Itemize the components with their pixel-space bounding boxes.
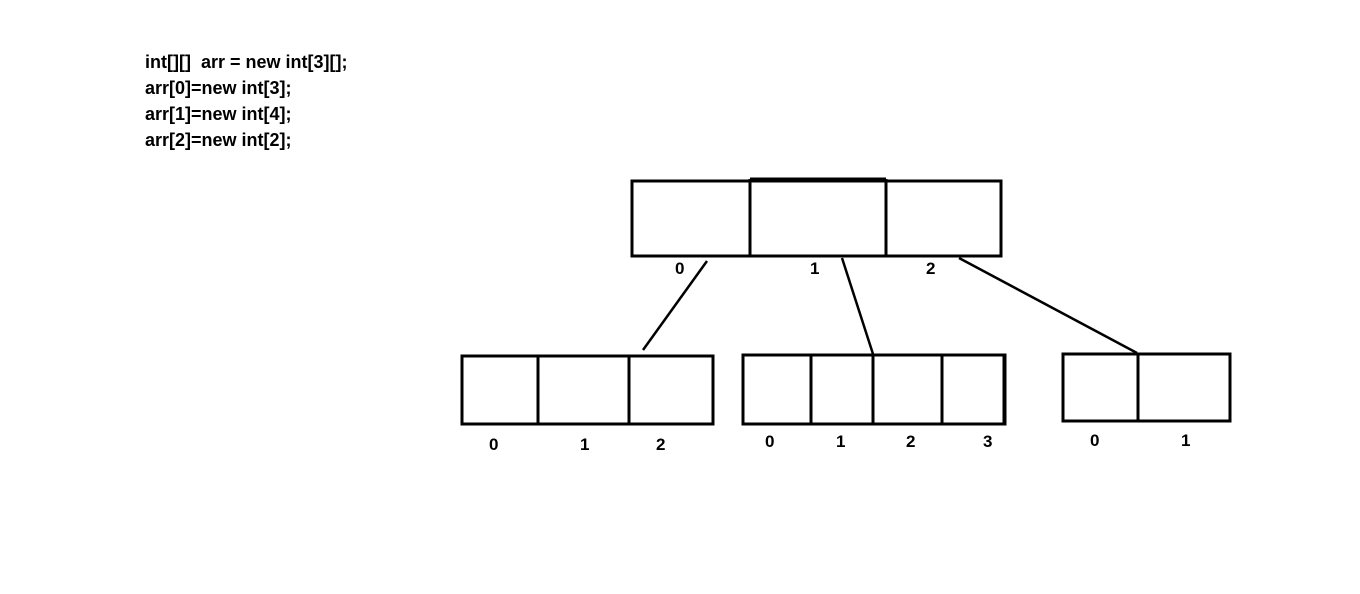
outer-array-frame [630,179,1003,258]
inner-2-index-label: 1 [1181,431,1190,450]
reference-line-2 [958,256,1138,355]
code-line-declaration: int[][] arr = new int[3][]; [145,52,348,72]
inner-1-index-label: 2 [906,432,915,451]
inner-2-index-label: 0 [1090,431,1099,450]
code-line-row-1: arr[1]=new int[4]; [145,104,292,124]
code-line-row-0: arr[0]=new int[3]; [145,78,292,98]
inner-array-2 [1061,352,1232,423]
inner-array-1 [741,353,1007,426]
outer-index-label: 1 [810,259,819,278]
reference-lines [641,256,1138,355]
outer-index-label: 0 [675,259,684,278]
inner-0-index-label: 2 [656,435,665,454]
outer-index-label: 2 [926,259,935,278]
inner-1-index-label: 3 [983,432,992,451]
inner-0-index-label: 0 [489,435,498,454]
reference-line-0 [641,260,709,351]
inner-array-0-frame [460,354,715,426]
inner-1-index-label: 0 [765,432,774,451]
outer-array [630,177,1003,258]
inner-array-0 [460,354,715,426]
inner-array-2-frame [1061,352,1232,423]
inner-1-index-label: 1 [836,432,845,451]
reference-line-1 [840,257,875,355]
inner-0-index-label: 1 [580,435,589,454]
code-snippet: int[][] arr = new int[3][]; arr[0]=new i… [145,49,347,153]
code-line-row-2: arr[2]=new int[2]; [145,130,292,150]
